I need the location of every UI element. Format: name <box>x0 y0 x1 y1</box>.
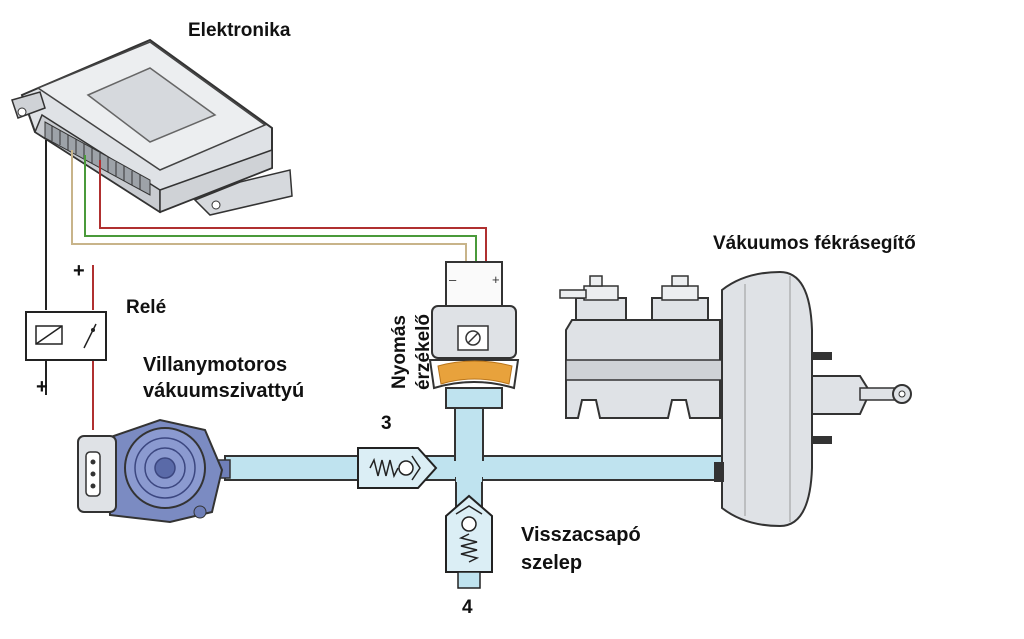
label-check-valve-line1: Visszacsapó <box>521 524 641 546</box>
ecu-connector <box>44 121 151 196</box>
sensor-plus-sign: + <box>492 272 500 287</box>
label-relay: Relé <box>126 297 167 318</box>
plus-sign-top: + <box>73 260 85 282</box>
label-pressure-sensor-line2: érzékelő <box>413 313 434 391</box>
label-number-3: 3 <box>381 413 392 434</box>
label-vacuum-pump: Villanymotoros vákuumszivattyú <box>143 352 304 404</box>
check-valve-3 <box>357 447 438 489</box>
ecu-unit <box>11 38 293 216</box>
relay-coil-icon <box>35 325 63 345</box>
label-check-valve-line2: szelep <box>521 552 583 574</box>
spring-icon <box>369 457 399 479</box>
label-pressure-sensor-line1: Nyomás <box>389 315 410 389</box>
label-vacuum-pump-line1: Villanymotoros <box>143 354 288 376</box>
check-valve-4 <box>445 494 493 589</box>
label-check-valve: Visszacsapó szelep <box>521 521 641 577</box>
relay-switch-icon <box>83 323 97 349</box>
pressure-sensor <box>428 261 520 409</box>
plus-sign-bottom: + <box>36 376 48 398</box>
label-number-4: 4 <box>462 597 473 618</box>
sensor-diaphragm <box>437 360 513 385</box>
vacuum-pump <box>77 418 231 524</box>
sensor-dial-icon <box>465 330 481 346</box>
brake-booster-assembly <box>559 270 912 528</box>
sensor-element <box>457 325 489 351</box>
spring-icon <box>458 533 480 563</box>
sensor-minus-sign: – <box>449 272 457 287</box>
vacuum-pipes <box>224 399 726 507</box>
label-elektronika: Elektronika <box>188 20 291 41</box>
label-brake-booster: Vákuumos fékrásegítő <box>713 233 916 254</box>
label-pressure-sensor: Nyomás érzékelő <box>388 292 448 412</box>
label-vacuum-pump-line2: vákuumszivattyú <box>143 380 305 402</box>
relay <box>25 311 107 361</box>
